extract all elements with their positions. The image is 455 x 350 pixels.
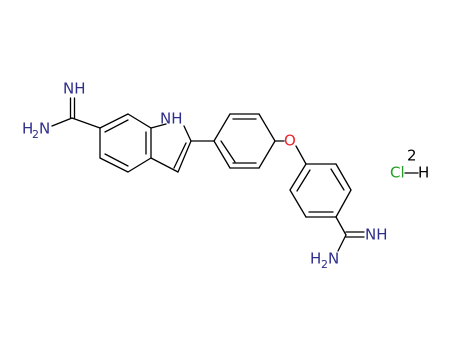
atom-label-top-amine-n: N	[39, 120, 50, 138]
bond-pyrrole-c2-c3	[177, 140, 192, 173]
salt-h-label: H	[418, 164, 429, 182]
atom-label-bottom-amine-h: H	[310, 250, 321, 268]
bond-ph1-1	[213, 113, 231, 142]
bond-ph2-2	[289, 189, 307, 218]
bond-amidine-top-c-nh2	[51, 117, 73, 127]
bond-indole-1	[99, 113, 129, 129]
bond-ph1-4	[258, 140, 276, 169]
bonds	[51, 97, 365, 252]
bond-ph2-1	[289, 163, 307, 191]
bond-ph2-5	[335, 163, 352, 191]
bond-pyrrole-c3-c3a	[150, 157, 179, 173]
atom-label-bottom-imine-nh: NH	[365, 226, 388, 244]
bond-ph1-3	[258, 113, 276, 142]
salt-count-label: 2	[407, 147, 417, 165]
atom-label-indole-nh: NH	[160, 110, 183, 128]
atom-label-top-imine-nh: NH	[63, 80, 86, 98]
atom-label-bottom-amine-sub: 2	[321, 258, 328, 271]
bond-pyrrole-c7a-n	[150, 123, 167, 129]
bond-indole-4	[127, 157, 152, 173]
bond-pyrrole-n-c2	[183, 125, 192, 142]
atom-label-bottom-amine-n: N	[328, 250, 339, 268]
bond-ph2-amidine	[335, 216, 347, 236]
atom-labels: NH H 2 N NH O NH H 2 N Cl H 2	[22, 80, 429, 272]
atom-label-top-amine-h: H	[22, 120, 33, 138]
atom-label-top-amine-sub: 2	[32, 128, 39, 141]
bond-amidine-top-c-ring	[71, 117, 101, 129]
salt-cl-label: Cl	[390, 164, 405, 182]
bond-indole-5-inner	[104, 153, 129, 167]
atom-label-ether-o: O	[284, 132, 296, 150]
bond-indole-2	[127, 113, 152, 129]
bond-o-ph2	[295, 145, 307, 165]
bond-indole-5	[99, 157, 129, 173]
bond-ph2-5-inner	[330, 168, 345, 191]
bond-ph2-1-inner	[296, 169, 311, 192]
bond-pyrrole-c2-c3-inner	[173, 142, 187, 169]
bond-amidine-bottom-c-nh2	[337, 234, 347, 252]
bond-indole-1-inner	[104, 119, 129, 133]
bond-ph1-6-inner	[220, 140, 236, 163]
bond-ph2-4	[335, 189, 352, 218]
bond-ph1-6	[213, 140, 231, 169]
